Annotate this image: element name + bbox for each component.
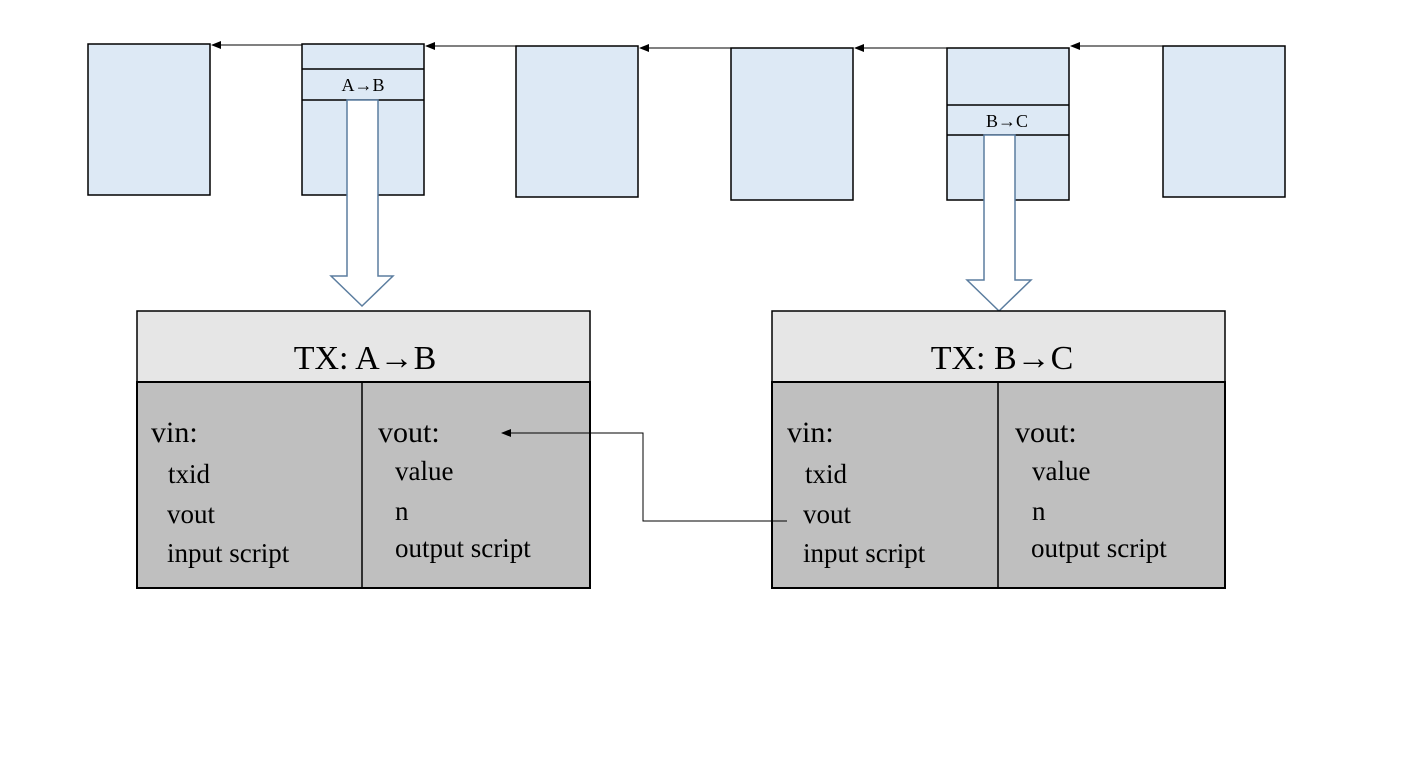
tx-b-c-vout-heading: vout: [1015,416,1077,449]
tx-a-b-vout-n: n [395,496,409,526]
chain-links [211,41,1163,52]
block-6 [1162,45,1286,198]
expand-arrow-tx-b-c [965,134,1033,313]
tx-b-c-vout-n: n [1032,496,1046,526]
tx-a-b-vin-input-script: input script [167,538,290,568]
tx-a-b-title: TX: A→B [294,340,437,377]
tx-a-b-vout-heading: vout: [378,416,440,449]
tx-b-c-vin-input-script: input script [803,538,926,568]
tx-b-c-vout-output-script: output script [1031,533,1167,563]
tx-a-b-vout-value: value [395,456,453,486]
tx-b-c-vin-vout: vout [803,499,852,529]
tx-b-c-vin-txid: txid [805,459,848,489]
tx-a-b-vin-txid: txid [168,459,211,489]
tx-a-b-vout-output-script: output script [395,533,531,563]
tx-b-c-vin-heading: vin: [787,416,834,449]
tx-b-c-title: TX: B→C [931,340,1074,377]
tx-card-a-b: TX: A→B vin: txid vout input script vout… [136,310,591,589]
tx-b-c-vout-value: value [1032,456,1090,486]
tx-card-b-c: TX: B→C vin: txid vout input script vout… [771,310,1226,589]
block-2-tx-label: A→B [341,75,384,95]
vin-vout-reference-arrow [501,429,787,522]
block-3 [515,45,639,198]
block-4 [730,47,854,201]
tx-a-b-vin-vout: vout [167,499,216,529]
expand-arrow-tx-a-b [329,99,395,308]
block-5-tx-label: B→C [986,111,1028,131]
block-1 [87,43,211,196]
tx-a-b-vin-heading: vin: [151,416,198,449]
